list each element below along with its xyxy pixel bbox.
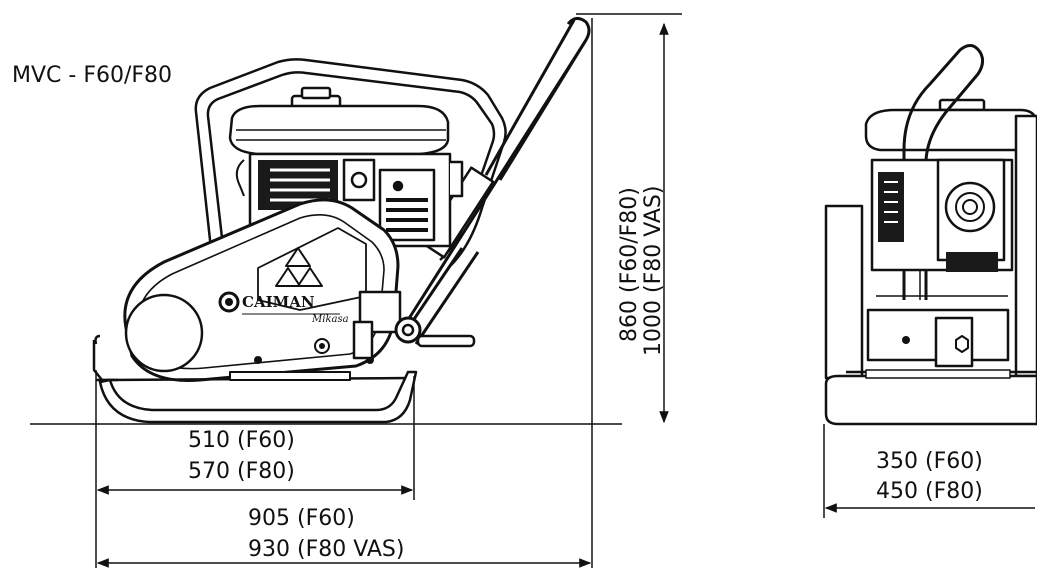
height-label-line2: 1000 (F80 VAS) <box>641 186 666 356</box>
belt-cover <box>123 198 400 382</box>
side-view-dimensions <box>30 13 682 568</box>
base-plate <box>92 334 418 424</box>
overall-length-label-line2: 930 (F80 VAS) <box>248 537 404 562</box>
fuel-tank <box>228 86 450 156</box>
brand-text: CAIMAN <box>242 293 315 311</box>
plate-width-label-line1: 350 (F60) <box>876 449 983 474</box>
exciter-housing <box>352 290 476 360</box>
plate-length-label-line2: 570 (F80) <box>188 459 295 484</box>
height-label-line1: 860 (F60/F80) <box>617 187 642 342</box>
page-title: MVC - F60/F80 <box>12 63 172 88</box>
plate-length-label-line1: 510 (F60) <box>188 428 295 453</box>
plate-width-label-line2: 450 (F80) <box>876 479 983 504</box>
front-view <box>824 44 1037 426</box>
front-view-dimensions <box>823 424 1035 518</box>
overall-length-label-line1: 905 (F60) <box>248 506 355 531</box>
side-view: CAIMAN Mikasa <box>92 17 591 424</box>
maker-text: Mikasa <box>311 314 349 325</box>
mikasa-logo-icon <box>275 247 323 287</box>
recoil-starter-icon <box>944 181 996 233</box>
